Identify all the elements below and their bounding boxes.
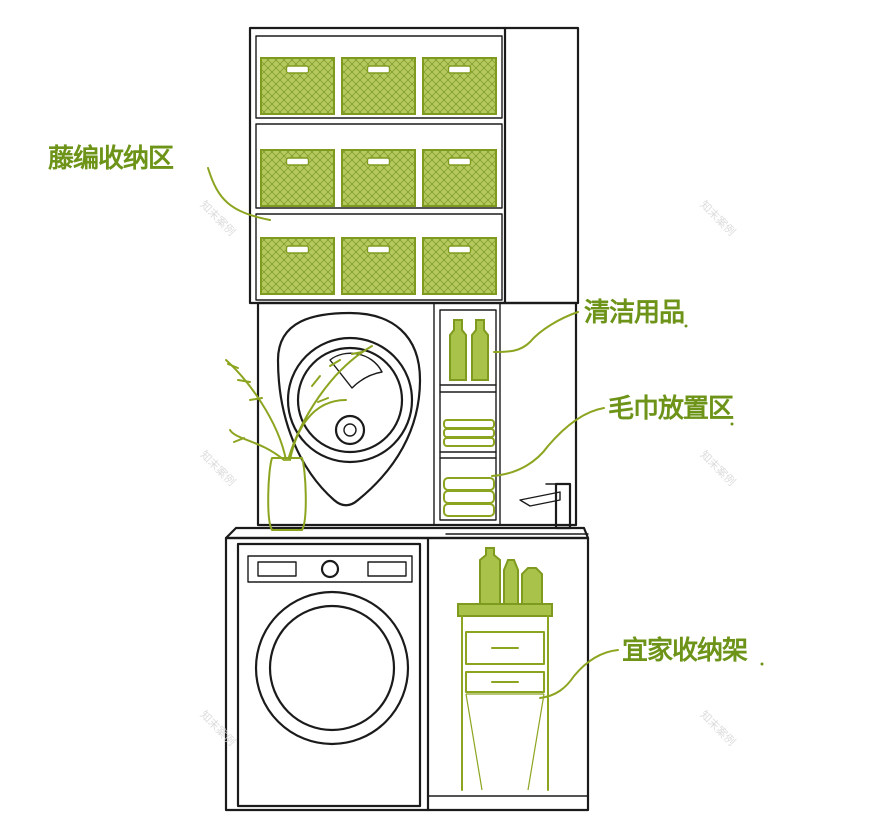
- rattan-basket: [341, 57, 416, 115]
- cleaning-bottle-left: [449, 319, 467, 381]
- lower-cabinet: [224, 536, 590, 812]
- side-shelf-inner: [439, 309, 497, 521]
- towel-1: [443, 419, 495, 429]
- washer-detergent-drawer: [257, 561, 297, 577]
- rattan-basket: [341, 149, 416, 207]
- rattan-basket-handle: [285, 245, 310, 254]
- cleaning-bottles: [449, 319, 489, 381]
- cleaning-bottle-right: [471, 319, 489, 381]
- vase: [267, 457, 307, 531]
- shelf-row-2: [255, 123, 503, 209]
- dryer-knob-inner: [343, 423, 357, 437]
- dryer-door-outer: [286, 336, 414, 464]
- rattan-basket-handle: [447, 65, 472, 74]
- towel-4: [443, 477, 495, 491]
- dryer-cabinet-outline: [256, 301, 578, 527]
- lower-cabinet-outline: [224, 536, 590, 812]
- rattan-basket-handle: [366, 245, 391, 254]
- leader-ikea-rack: [539, 649, 619, 699]
- plant-stem-4: [289, 399, 347, 461]
- label-ikea-rack: 宜家收纳架: [622, 636, 748, 666]
- rack-drawer-1: [465, 631, 545, 665]
- ikea-storage-rack: [457, 547, 553, 791]
- rattan-basket: [422, 57, 497, 115]
- towel-2: [443, 428, 495, 438]
- rack-bottle-2: [503, 559, 519, 605]
- plant-in-vase: [225, 345, 373, 531]
- leader-lines: [207, 167, 619, 699]
- washer-display: [367, 561, 407, 577]
- shelf-row-3: [255, 213, 503, 301]
- rattan-basket: [422, 149, 497, 207]
- towel-3: [443, 437, 495, 447]
- rack-drawer-2: [465, 671, 545, 693]
- label-rattan-storage: 藤编收纳区: [48, 144, 174, 174]
- dot-towel: [730, 422, 734, 426]
- rattan-basket-handle: [285, 65, 310, 74]
- rattan-basket: [422, 237, 497, 295]
- leader-rattan-storage: [207, 167, 271, 221]
- dryer-door-inner: [296, 346, 404, 454]
- dryer-knob-outer: [334, 414, 366, 446]
- rattan-basket: [260, 237, 335, 295]
- washer-body: [236, 542, 422, 808]
- washer-door-outer: [254, 590, 410, 746]
- rattan-basket-handle: [366, 65, 391, 74]
- towel-5: [443, 490, 495, 504]
- rattan-basket-handle: [447, 157, 472, 166]
- leader-towel-area: [491, 407, 605, 477]
- rattan-basket: [260, 57, 335, 115]
- label-dots: [684, 324, 764, 666]
- faucet: [519, 482, 572, 530]
- rack-top: [457, 603, 553, 617]
- washer-door-inner: [268, 604, 396, 732]
- rattan-basket-body: [260, 57, 335, 115]
- plant-stem-3: [229, 429, 285, 461]
- dryer: [276, 311, 422, 507]
- label-towel-area: 毛巾放置区: [608, 394, 734, 424]
- leader-cleaning-supplies: [493, 311, 579, 353]
- rack-bottle-3: [521, 567, 543, 605]
- plant-leaves: [227, 351, 363, 443]
- dot-ikea: [760, 662, 764, 666]
- rattan-basket-handle: [285, 157, 310, 166]
- dryer-body: [276, 311, 422, 507]
- washer-control-panel: [247, 555, 413, 583]
- faucet-spout: [519, 491, 561, 507]
- rattan-basket: [260, 149, 335, 207]
- plant-stem-1: [225, 359, 287, 461]
- dryer-drum-fin: [329, 352, 383, 389]
- dryer-cabinet: [256, 301, 578, 527]
- towels-lower: [443, 477, 495, 517]
- rattan-basket-handle: [366, 157, 391, 166]
- washing-machine: [236, 542, 422, 808]
- washer-dial: [320, 559, 340, 579]
- rattan-basket-handle: [447, 245, 472, 254]
- side-shelf-unit: [433, 302, 501, 526]
- rattan-basket: [341, 237, 416, 295]
- towels-upper: [443, 419, 495, 447]
- faucet-body: [554, 482, 572, 530]
- shelf-row-1: [255, 35, 503, 119]
- label-cleaning-supplies: 清洁用品: [584, 298, 685, 328]
- rack-bottle-1: [479, 547, 501, 605]
- rattan-baskets: [260, 57, 497, 295]
- rack-basket-frame: [465, 693, 545, 791]
- dot-cleaning: [684, 324, 688, 328]
- towel-6: [443, 503, 495, 517]
